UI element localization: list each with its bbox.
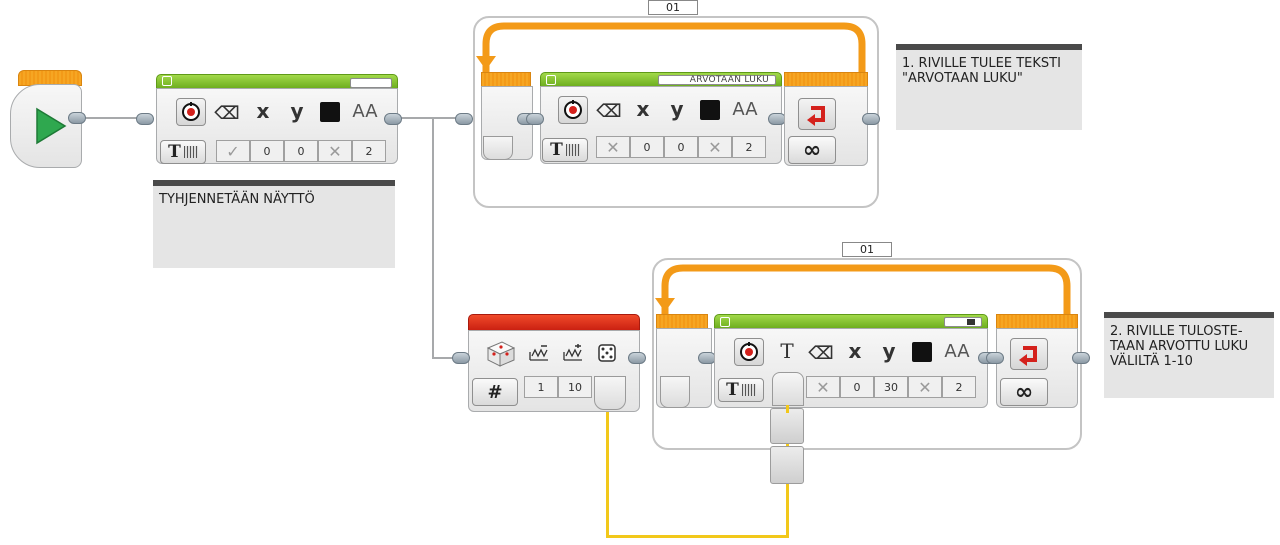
param-row: ✕ 0 30 ✕ 2: [806, 376, 976, 398]
data-wire: [606, 408, 609, 538]
loop-name-label[interactable]: 01: [648, 0, 698, 15]
input-plug[interactable]: [452, 352, 470, 364]
y-param[interactable]: 0: [284, 140, 318, 162]
result-output-socket[interactable]: [594, 376, 626, 410]
lower-bound-icon: [528, 342, 550, 364]
output-plug[interactable]: [628, 352, 646, 364]
x-param[interactable]: 0: [630, 136, 664, 158]
y-label: y: [290, 99, 304, 123]
input-plug[interactable]: [455, 113, 473, 125]
clear-param[interactable]: ✓: [216, 140, 250, 162]
color-icon: [912, 342, 932, 362]
display-icon: [720, 317, 730, 327]
y-param[interactable]: 0: [664, 136, 698, 158]
output-plug[interactable]: [862, 113, 880, 125]
display-text-block[interactable]: ARVOTAAN LUKU T ⌫ x y AA ✕ 0 0 ✕ 2: [520, 72, 786, 172]
dice-icon: [482, 338, 518, 368]
comment-box[interactable]: 1. RIVILLE TULEE TEKSTI "ARVOTAAN LUKU": [896, 44, 1082, 130]
y-label: y: [670, 97, 684, 121]
color-param[interactable]: ✕: [908, 376, 942, 398]
sequence-wire: [432, 117, 434, 358]
y-param[interactable]: 30: [874, 376, 908, 398]
clear-param[interactable]: ✕: [596, 136, 630, 158]
data-wire: [606, 535, 789, 538]
x-label: x: [848, 339, 862, 363]
color-param[interactable]: ✕: [698, 136, 732, 158]
block-title-box[interactable]: [350, 78, 392, 88]
loop-arrow-icon[interactable]: [1010, 338, 1048, 370]
output-plug[interactable]: [384, 113, 402, 125]
loop-name-label[interactable]: 01: [842, 242, 892, 257]
loop-start[interactable]: [636, 314, 716, 414]
loop-start[interactable]: [455, 72, 535, 168]
text-label: T: [780, 339, 794, 363]
text-mode-button[interactable]: T: [718, 378, 764, 402]
font-size-label: AA: [944, 340, 970, 362]
clear-param[interactable]: ✕: [806, 376, 840, 398]
loop-arrow: [476, 22, 866, 90]
param-row: ✓ 0 0 ✕ 2: [216, 140, 386, 162]
loop-index-socket[interactable]: [483, 136, 513, 160]
loop-end[interactable]: ∞: [980, 314, 1090, 414]
mode-selector-button[interactable]: [734, 338, 764, 366]
display-icon: [546, 75, 556, 85]
loop-mode-button[interactable]: ∞: [788, 136, 836, 164]
x-param[interactable]: 0: [250, 140, 284, 162]
y-label: y: [882, 339, 896, 363]
start-block[interactable]: [8, 70, 86, 170]
param-row: 1 10: [524, 376, 592, 398]
eraser-icon: ⌫: [808, 342, 834, 364]
eraser-icon: ⌫: [214, 102, 240, 124]
loop-arrow-icon[interactable]: [798, 98, 836, 130]
numeric-mode-button[interactable]: #: [472, 378, 518, 406]
output-plug[interactable]: [1072, 352, 1090, 364]
sequence-wire: [86, 117, 152, 119]
x-label: x: [636, 97, 650, 121]
x-param[interactable]: 0: [840, 376, 874, 398]
loop-index-socket[interactable]: [660, 376, 690, 408]
text-input-socket[interactable]: [772, 372, 804, 406]
loop-mode-button[interactable]: ∞: [1000, 378, 1048, 406]
loop-arrow: [655, 264, 1071, 324]
loop-frame: [473, 16, 879, 208]
upper-param[interactable]: 10: [558, 376, 592, 398]
data-wire-connector[interactable]: [770, 446, 804, 484]
loop-end[interactable]: ∞: [768, 72, 880, 172]
comment-box[interactable]: 2. RIVILLE TULOSTE-TAAN ARVOTTU LUKU VÄL…: [1104, 312, 1274, 398]
font-param[interactable]: 2: [942, 376, 976, 398]
upper-bound-icon: [562, 342, 584, 364]
sequence-wire: [432, 357, 470, 359]
x-label: x: [256, 99, 270, 123]
param-row: ✕ 0 0 ✕ 2: [596, 136, 766, 158]
font-size-label: AA: [732, 98, 758, 120]
font-param[interactable]: 2: [352, 140, 386, 162]
output-plug[interactable]: [68, 112, 86, 124]
dice-result-icon: [596, 342, 618, 364]
color-param[interactable]: ✕: [318, 140, 352, 162]
play-icon[interactable]: [34, 106, 68, 146]
mode-selector-button[interactable]: [176, 98, 206, 126]
data-wire-connector[interactable]: [770, 408, 804, 444]
random-block[interactable]: # 1 10: [446, 314, 646, 414]
display-number-block[interactable]: T T ⌫ x y AA ✕ 0 30 ✕ 2: [700, 314, 996, 414]
mode-selector-button[interactable]: [558, 96, 588, 124]
block-title-box[interactable]: [944, 317, 982, 327]
color-icon: [700, 100, 720, 120]
lower-param[interactable]: 1: [524, 376, 558, 398]
eraser-icon: ⌫: [596, 100, 622, 122]
input-plug[interactable]: [986, 352, 1004, 364]
color-icon: [320, 102, 340, 122]
font-param[interactable]: 2: [732, 136, 766, 158]
display-clear-block[interactable]: T ⌫ x y AA ✓ 0 0 ✕ 2: [136, 72, 402, 172]
text-mode-button[interactable]: T: [160, 140, 206, 164]
font-size-label: AA: [352, 100, 378, 122]
data-wire: [786, 405, 789, 413]
text-mode-button[interactable]: T: [542, 138, 588, 162]
input-plug[interactable]: [526, 113, 544, 125]
block-title-box[interactable]: ARVOTAAN LUKU: [658, 75, 776, 85]
display-icon: [162, 76, 172, 86]
input-plug[interactable]: [136, 113, 154, 125]
comment-box[interactable]: TYHJENNETÄÄN NÄYTTÖ: [153, 180, 395, 268]
